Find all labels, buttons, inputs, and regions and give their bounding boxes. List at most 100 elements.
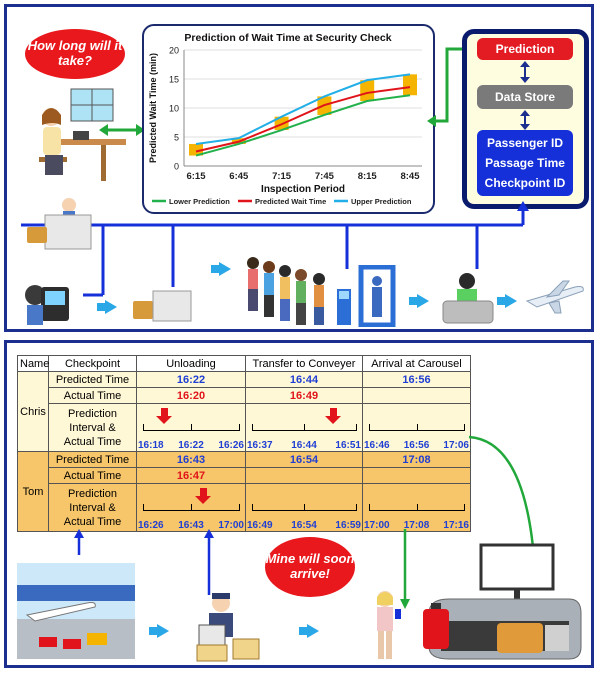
legend-label: Upper Prediction bbox=[351, 197, 412, 206]
interval-tick bbox=[464, 504, 465, 511]
flow-arrow-1 bbox=[97, 300, 117, 314]
actual-time-label: Actual Time bbox=[48, 467, 137, 484]
legend-label: Predicted Wait Time bbox=[255, 197, 326, 206]
header-checkpoint: Checkpoint bbox=[48, 355, 137, 372]
airport-apron-illustration bbox=[17, 563, 135, 659]
interval-tick bbox=[191, 504, 192, 511]
interval-time: 16:59 bbox=[335, 520, 361, 531]
prediction-system-box: Prediction Data Store Passenger ID Passa… bbox=[462, 29, 589, 209]
legend-label: Lower Prediction bbox=[169, 197, 230, 206]
wait-time-chart: Prediction of Wait Time at Security Chec… bbox=[148, 32, 422, 206]
x-tick-label: 6:15 bbox=[186, 171, 206, 182]
interval-tick bbox=[356, 424, 357, 431]
actual-time-label: Actual Time bbox=[48, 387, 137, 404]
chart-title: Prediction of Wait Time at Security Chec… bbox=[184, 32, 391, 44]
actual-time-marker-icon bbox=[156, 408, 173, 424]
actual-time-cell: 16:47 bbox=[136, 467, 246, 484]
interval-time: 17:00 bbox=[364, 520, 390, 531]
interval-time: 17:06 bbox=[443, 440, 469, 451]
data-flow-lines bbox=[21, 201, 529, 297]
interval-cell: 16:26 16:43 17:00 bbox=[136, 483, 246, 532]
y-tick-label: 10 bbox=[169, 104, 179, 114]
predicted-time-cell: 16:56 bbox=[362, 371, 471, 388]
actual-time-cell bbox=[362, 387, 471, 404]
interval-time: 16:43 bbox=[178, 520, 204, 531]
interval-tick bbox=[416, 424, 418, 431]
interval-time: 16:22 bbox=[178, 440, 204, 451]
interval-tick bbox=[356, 504, 357, 511]
interval-tick bbox=[143, 504, 144, 511]
flow-arrow-4 bbox=[497, 294, 517, 308]
check-in-counter-illustration bbox=[27, 198, 92, 250]
baggage-carousel-illustration bbox=[423, 543, 582, 660]
kiosk-user-illustration bbox=[25, 285, 69, 325]
office-worker-illustration bbox=[39, 88, 126, 181]
interval-bar bbox=[403, 74, 417, 96]
interval-label-line: Interval & bbox=[69, 501, 116, 514]
security-queue-illustration bbox=[247, 257, 325, 325]
data-store-block: Data Store bbox=[477, 85, 573, 109]
interval-label-line: Prediction bbox=[68, 407, 117, 420]
y-tick-label: 0 bbox=[174, 162, 179, 172]
interval-label-line: Actual Time bbox=[63, 515, 122, 528]
double-arrow-icon bbox=[520, 61, 530, 83]
interval-cell: 16:18 16:22 16:26 bbox=[136, 403, 246, 452]
interval-time: 16:37 bbox=[247, 440, 273, 451]
passenger-id-label: Passenger ID bbox=[486, 136, 564, 150]
x-tick-label: 8:45 bbox=[400, 171, 420, 182]
series-line bbox=[195, 73, 411, 145]
interval-tick bbox=[416, 504, 418, 511]
upload-lines bbox=[74, 529, 410, 609]
baggage-drop-illustration bbox=[133, 290, 192, 322]
interval-time: 17:08 bbox=[403, 520, 430, 531]
interval-label-line: Prediction bbox=[68, 487, 117, 500]
interval-tick bbox=[304, 504, 305, 511]
y-tick-label: 15 bbox=[169, 75, 179, 85]
interval-label-line: Actual Time bbox=[63, 435, 122, 448]
double-arrow-icon bbox=[520, 110, 530, 130]
actual-time-cell: 16:20 bbox=[136, 387, 246, 404]
x-axis-label: Inspection Period bbox=[261, 184, 345, 195]
airplane-icon bbox=[525, 280, 584, 314]
arrival-bubble: Mine will soon arrive! bbox=[265, 537, 355, 597]
predicted-time-cell: 16:43 bbox=[136, 451, 246, 468]
series-line bbox=[195, 94, 411, 157]
passenger-data-block: Passenger ID Passage Time Checkpoint ID bbox=[477, 130, 573, 196]
interval-time: 16:26 bbox=[218, 440, 244, 451]
x-tick-label: 7:15 bbox=[272, 171, 292, 182]
predicted-time-cell: 17:08 bbox=[362, 451, 471, 468]
predicted-time-cell: 16:44 bbox=[245, 371, 363, 388]
y-tick-label: 20 bbox=[169, 46, 179, 56]
top-panel: How long will it take? Prediction of Wai… bbox=[4, 4, 594, 332]
interval-tick bbox=[239, 504, 240, 511]
flow-arrow-6 bbox=[299, 624, 319, 638]
passage-time-label: Passage Time bbox=[485, 156, 565, 170]
header-arrival: Arrival at Carousel bbox=[362, 355, 471, 372]
flow-arrow-3 bbox=[409, 294, 429, 308]
interval-label-line: Interval & bbox=[69, 421, 116, 434]
interval-bar bbox=[189, 143, 203, 156]
y-tick-label: 5 bbox=[174, 133, 179, 143]
flow-arrow-5 bbox=[149, 624, 169, 638]
arrival-table: Name Checkpoint Unloading Transfer to Co… bbox=[17, 355, 471, 532]
interval-time: 16:49 bbox=[247, 520, 273, 531]
interval-time: 16:18 bbox=[138, 440, 164, 451]
actual-time-cell: 16:49 bbox=[245, 387, 363, 404]
interval-tick bbox=[369, 504, 370, 511]
interval-tick bbox=[369, 424, 370, 431]
boarding-gate-illustration bbox=[442, 273, 494, 324]
interval-time: 16:26 bbox=[138, 520, 164, 531]
green-link-arrow-left bbox=[99, 124, 145, 136]
interval-time: 16:44 bbox=[291, 440, 317, 451]
interval-tick bbox=[464, 424, 465, 431]
interval-bar bbox=[360, 80, 375, 102]
interval-tick bbox=[304, 424, 305, 431]
interval-time: 17:00 bbox=[218, 520, 244, 531]
actual-time-marker-icon bbox=[194, 488, 211, 504]
traveler-illustration bbox=[377, 591, 401, 659]
bottom-panel: Name Checkpoint Unloading Transfer to Co… bbox=[4, 340, 594, 668]
